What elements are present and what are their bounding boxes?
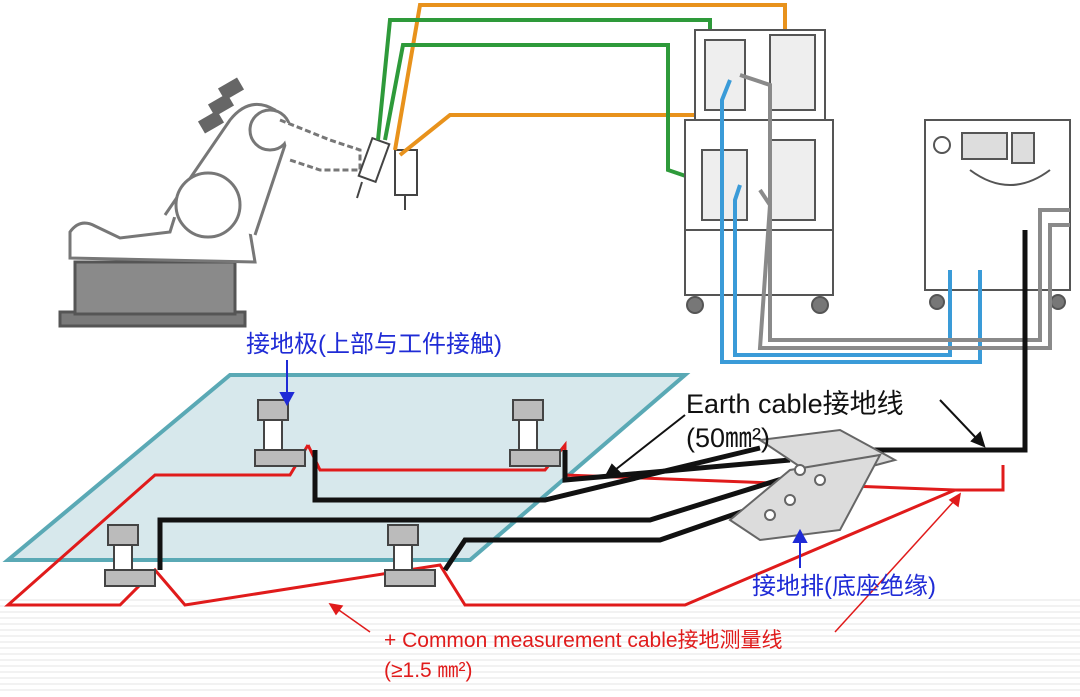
blue-cables (720, 79, 982, 364)
earth-label-arrow-left (604, 414, 686, 478)
background-stripes (0, 599, 1080, 691)
measure-label-arrow-right (834, 492, 962, 633)
ground-electrode-2 (509, 399, 561, 467)
ground-electrode-3 (104, 524, 156, 587)
ground-bar (728, 428, 898, 542)
electrode-label: 接地极(上部与工件接触) (246, 331, 502, 358)
earth-label-arrow-right (939, 399, 986, 448)
green-cables (376, 18, 713, 187)
weld-controller-cabinet (684, 29, 834, 314)
ground-bar-label: 接地排(底座绝缘) (752, 573, 936, 600)
welding-gun-left (356, 136, 391, 199)
workpiece-plate (2, 373, 691, 562)
measure-label-arrow-left (328, 602, 371, 633)
welding-gun-right (394, 149, 418, 210)
measure-cable-label: + Common measurement cable接地测量线 (384, 629, 783, 652)
earth-cables (157, 230, 1028, 572)
ground-bar-label-arrow (792, 528, 808, 568)
measure-cable-size-label: (≥1.5 ㎜²) (384, 659, 473, 682)
ground-electrode-1 (254, 399, 306, 467)
robot-illustration (58, 77, 362, 328)
electrode-label-arrow (279, 360, 295, 407)
gray-cables (739, 73, 1070, 350)
ground-electrode-4 (384, 524, 436, 587)
earth-cable-label: Earth cable接地线 (686, 389, 904, 419)
power-source-cabinet (924, 119, 1071, 310)
earth-cable-size-label: (50㎜²) (686, 423, 770, 453)
